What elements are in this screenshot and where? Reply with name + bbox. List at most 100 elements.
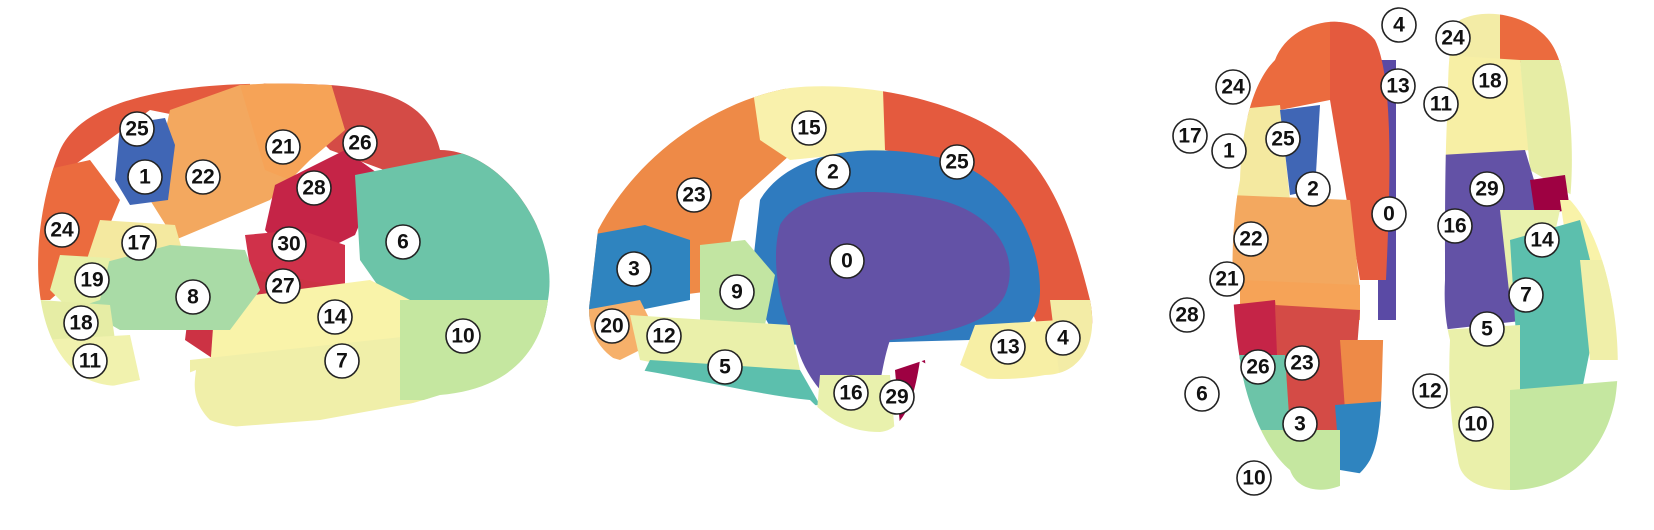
region-label: 27 (265, 268, 301, 304)
region-label: 5 (1469, 311, 1505, 347)
region-label: 21 (1209, 261, 1245, 297)
region-label: 13 (990, 329, 1026, 365)
region-10 (400, 300, 550, 400)
svg-text:1: 1 (1223, 140, 1235, 163)
svg-text:25: 25 (1271, 128, 1295, 151)
labels-lateral: 25 1 22 21 26 28 24 17 30 6 19 8 27 18 1… (44, 111, 481, 379)
region-label: 1 (1211, 133, 1247, 169)
region-10 (1510, 380, 1618, 490)
labels-ventral: 4 24 13 18 11 0 29 16 14 7 5 12 10 (1371, 7, 1560, 442)
region-label: 8 (175, 279, 211, 315)
svg-text:11: 11 (1430, 93, 1453, 116)
region-label: 7 (1508, 277, 1544, 313)
svg-text:21: 21 (271, 136, 295, 159)
svg-text:7: 7 (1520, 284, 1532, 307)
region-label: 11 (1423, 86, 1459, 122)
svg-text:24: 24 (50, 219, 74, 242)
svg-text:3: 3 (628, 258, 640, 281)
svg-text:28: 28 (1175, 304, 1199, 327)
svg-text:7: 7 (336, 350, 348, 373)
region-label: 10 (1458, 406, 1494, 442)
region-label: 25 (939, 144, 975, 180)
region-label: 13 (1380, 68, 1416, 104)
region-label: 7 (324, 343, 360, 379)
region-label: 24 (1215, 69, 1251, 105)
region-label: 22 (1233, 221, 1269, 257)
region-8 (85, 245, 260, 330)
region-label: 18 (1472, 63, 1508, 99)
region-label: 4 (1045, 320, 1081, 356)
region-label: 29 (879, 379, 915, 415)
region-21 (240, 83, 345, 180)
region-label: 23 (1284, 345, 1320, 381)
svg-text:14: 14 (1530, 229, 1554, 252)
region-label: 14 (317, 299, 353, 335)
region-7 (190, 335, 430, 429)
svg-text:17: 17 (127, 232, 150, 255)
svg-text:14: 14 (323, 306, 347, 329)
svg-text:19: 19 (80, 269, 103, 292)
svg-text:16: 16 (839, 382, 862, 405)
svg-text:24: 24 (1441, 27, 1465, 50)
region-label: 12 (646, 318, 682, 354)
svg-text:0: 0 (841, 250, 853, 273)
region-18 (1520, 60, 1580, 200)
region-3 (1335, 400, 1390, 480)
svg-text:10: 10 (1464, 413, 1487, 436)
svg-text:2: 2 (1307, 178, 1319, 201)
svg-text:30: 30 (277, 233, 300, 256)
region-label: 3 (1282, 406, 1318, 442)
region-28 (1232, 300, 1280, 360)
region-label: 28 (296, 170, 332, 206)
region-label: 12 (1412, 373, 1448, 409)
region-label: 18 (63, 305, 99, 341)
svg-text:28: 28 (302, 177, 326, 200)
region-label: 17 (1172, 118, 1208, 154)
svg-text:22: 22 (191, 166, 214, 189)
region-22 (1232, 195, 1360, 290)
labels-medial: 15 2 25 23 0 3 9 20 12 13 4 5 16 29 (594, 110, 1081, 415)
svg-text:13: 13 (1386, 75, 1409, 98)
region-label: 16 (1437, 208, 1473, 244)
region-label: 11 (72, 343, 108, 379)
region-label: 25 (119, 111, 155, 147)
svg-text:16: 16 (1443, 215, 1466, 238)
region-label: 2 (815, 154, 851, 190)
region-25 (880, 86, 1093, 330)
region-label: 24 (44, 212, 80, 248)
svg-text:8: 8 (187, 286, 199, 309)
svg-text:2: 2 (827, 161, 839, 184)
svg-text:18: 18 (69, 312, 93, 335)
region-label: 16 (833, 375, 869, 411)
region-label: 15 (791, 110, 827, 146)
region-label: 5 (707, 349, 743, 385)
svg-text:13: 13 (996, 336, 1019, 359)
region-label: 23 (676, 177, 712, 213)
region-label: 1 (127, 159, 163, 195)
svg-text:10: 10 (1242, 467, 1265, 490)
region-5 (1510, 220, 1600, 400)
svg-text:29: 29 (885, 386, 908, 409)
svg-text:25: 25 (945, 151, 969, 174)
region-label: 3 (616, 251, 652, 287)
svg-text:1: 1 (139, 166, 151, 189)
svg-text:4: 4 (1393, 14, 1405, 37)
region-label: 26 (1240, 349, 1276, 385)
svg-text:29: 29 (1475, 178, 1498, 201)
region-label: 24 (1435, 20, 1471, 56)
region-label: 14 (1524, 222, 1560, 258)
region-label: 28 (1169, 297, 1205, 333)
region-label: 19 (74, 262, 110, 298)
svg-text:3: 3 (1294, 413, 1306, 436)
svg-text:23: 23 (1290, 352, 1313, 375)
svg-text:0: 0 (1383, 203, 1395, 226)
svg-text:12: 12 (652, 325, 675, 348)
region-label: 20 (594, 308, 630, 344)
svg-text:10: 10 (451, 325, 474, 348)
region-15 (740, 86, 905, 160)
region-6 (355, 150, 550, 320)
labels-dorsal: 24 17 1 25 2 22 21 28 26 23 6 3 10 (1169, 69, 1331, 496)
svg-text:27: 27 (271, 275, 294, 298)
svg-text:26: 26 (348, 132, 371, 155)
